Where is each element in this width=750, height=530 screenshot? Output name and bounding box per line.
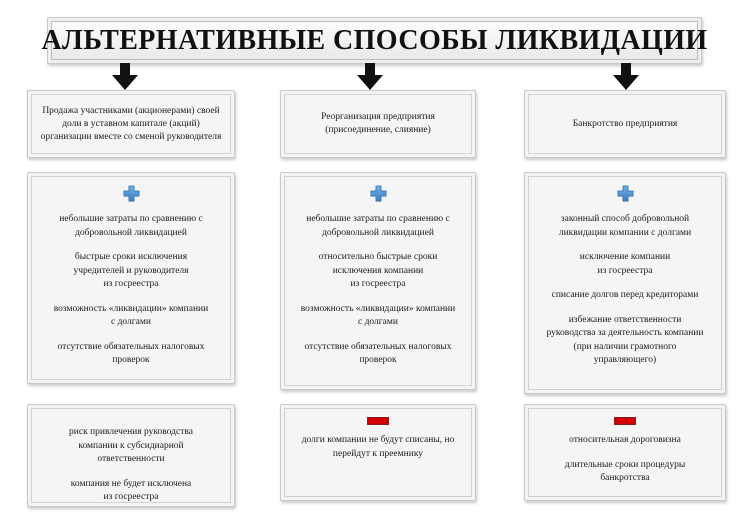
method-label: Банкротство предприятия	[572, 118, 678, 129]
pros-item: избежание ответственности руководства за…	[546, 314, 704, 366]
cons-item: длительные сроки процедуры банкротства	[564, 459, 686, 484]
pros-box-bankruptcy: законный способ добровольной ликвидации …	[524, 172, 726, 394]
arrow-down-icon	[112, 63, 138, 90]
method-label: Продажа участниками (акционерами) своей …	[40, 105, 222, 142]
pros-list: законный способ добровольной ликвидации …	[536, 213, 714, 368]
pros-item: небольшие затраты по сравнению с доброво…	[59, 214, 203, 238]
pros-list: небольшие затраты по сравнению с доброво…	[39, 213, 223, 368]
cons-item: относительная дороговизна	[569, 435, 681, 445]
method-box-sale-of-shares: Продажа участниками (акционерами) своей …	[27, 90, 235, 158]
arrow-down-icon	[357, 63, 383, 90]
pros-item: быстрые сроки исключения учредителей и р…	[73, 252, 189, 289]
pros-item: возможность «ликвидации» компании с долг…	[300, 303, 456, 328]
minus-icon	[367, 417, 389, 425]
page-title: АЛЬТЕРНАТИВНЫЕ СПОСОБЫ ЛИКВИДАЦИИ	[41, 24, 708, 56]
pros-item: списание долгов перед кредиторами	[551, 290, 699, 300]
arrow-down-icon	[613, 63, 639, 90]
method-box-bankruptcy: Банкротство предприятия	[524, 90, 726, 158]
plus-icon	[123, 185, 139, 202]
pros-box-reorganization: небольшие затраты по сравнению с доброво…	[280, 172, 476, 390]
cons-box-reorganization: долги компании не будут списаны, но пере…	[280, 404, 476, 501]
pros-item: законный способ добровольной ликвидации …	[558, 214, 692, 238]
cons-list: относительная дороговизна длительные сро…	[536, 434, 714, 486]
cons-item: компания не будет исключена из госреестр…	[70, 478, 192, 503]
minus-icon	[614, 417, 636, 425]
pros-box-sale-of-shares: небольшие затраты по сравнению с доброво…	[27, 172, 235, 384]
cons-item: риск привлечения руководства компании к …	[69, 427, 193, 464]
cons-box-bankruptcy: относительная дороговизна длительные сро…	[524, 404, 726, 501]
pros-item: отсутствие обязательных налоговых провер…	[304, 341, 452, 366]
pros-item: возможность «ликвидации» компании с долг…	[53, 303, 209, 328]
cons-item: долги компании не будут списаны, но пере…	[301, 435, 455, 459]
pros-item: исключение компании из госреестра	[579, 252, 671, 276]
pros-item: отсутствие обязательных налоговых провер…	[57, 341, 205, 366]
pros-item: относительно быстрые сроки исключения ко…	[318, 252, 438, 289]
cons-list: долги компании не будут списаны, но пере…	[292, 434, 464, 461]
pros-item: небольшие затраты по сравнению с доброво…	[306, 214, 450, 238]
cons-box-sale-of-shares: риск привлечения руководства компании к …	[27, 404, 235, 507]
plus-icon	[617, 185, 633, 202]
method-label: Реорганизация предприятия (присоединение…	[321, 112, 435, 135]
diagram-title-bar: АЛЬТЕРНАТИВНЫЕ СПОСОБЫ ЛИКВИДАЦИИ	[41, 17, 707, 64]
plus-icon	[370, 185, 386, 202]
method-box-reorganization: Реорганизация предприятия (присоединение…	[280, 90, 476, 158]
pros-list: небольшие затраты по сравнению с доброво…	[292, 213, 464, 368]
cons-list: риск привлечения руководства компании к …	[39, 426, 223, 505]
